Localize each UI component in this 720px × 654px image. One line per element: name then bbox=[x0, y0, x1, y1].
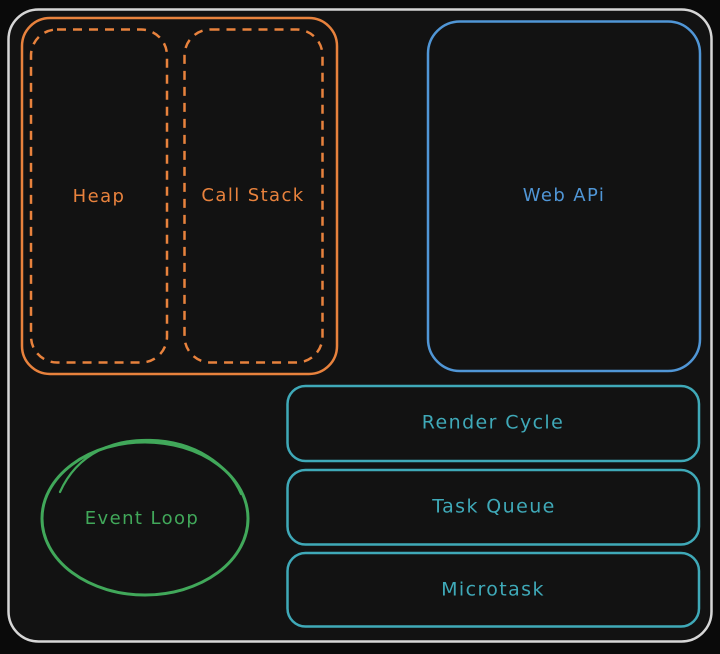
event-loop-ellipse bbox=[40, 440, 250, 597]
memory-group-box bbox=[20, 16, 339, 376]
heap-label: Heap bbox=[72, 186, 126, 207]
render-cycle-box bbox=[286, 384, 701, 463]
call-stack-label: Call Stack bbox=[201, 185, 305, 206]
event-loop-label: Event Loop bbox=[84, 508, 200, 529]
render-cycle-label: Render Cycle bbox=[421, 411, 565, 434]
microtask-label: Microtask bbox=[441, 578, 545, 601]
web-api-label: Web APi bbox=[522, 185, 606, 206]
microtask-box bbox=[286, 551, 701, 628]
event-loop-ellipse-sketch-stroke bbox=[58, 438, 243, 496]
diagram-frame bbox=[7, 8, 713, 643]
web-api-box bbox=[426, 20, 702, 373]
heap-box bbox=[29, 28, 169, 364]
task-queue-box bbox=[286, 468, 701, 546]
task-queue-label: Task Queue bbox=[432, 495, 556, 518]
